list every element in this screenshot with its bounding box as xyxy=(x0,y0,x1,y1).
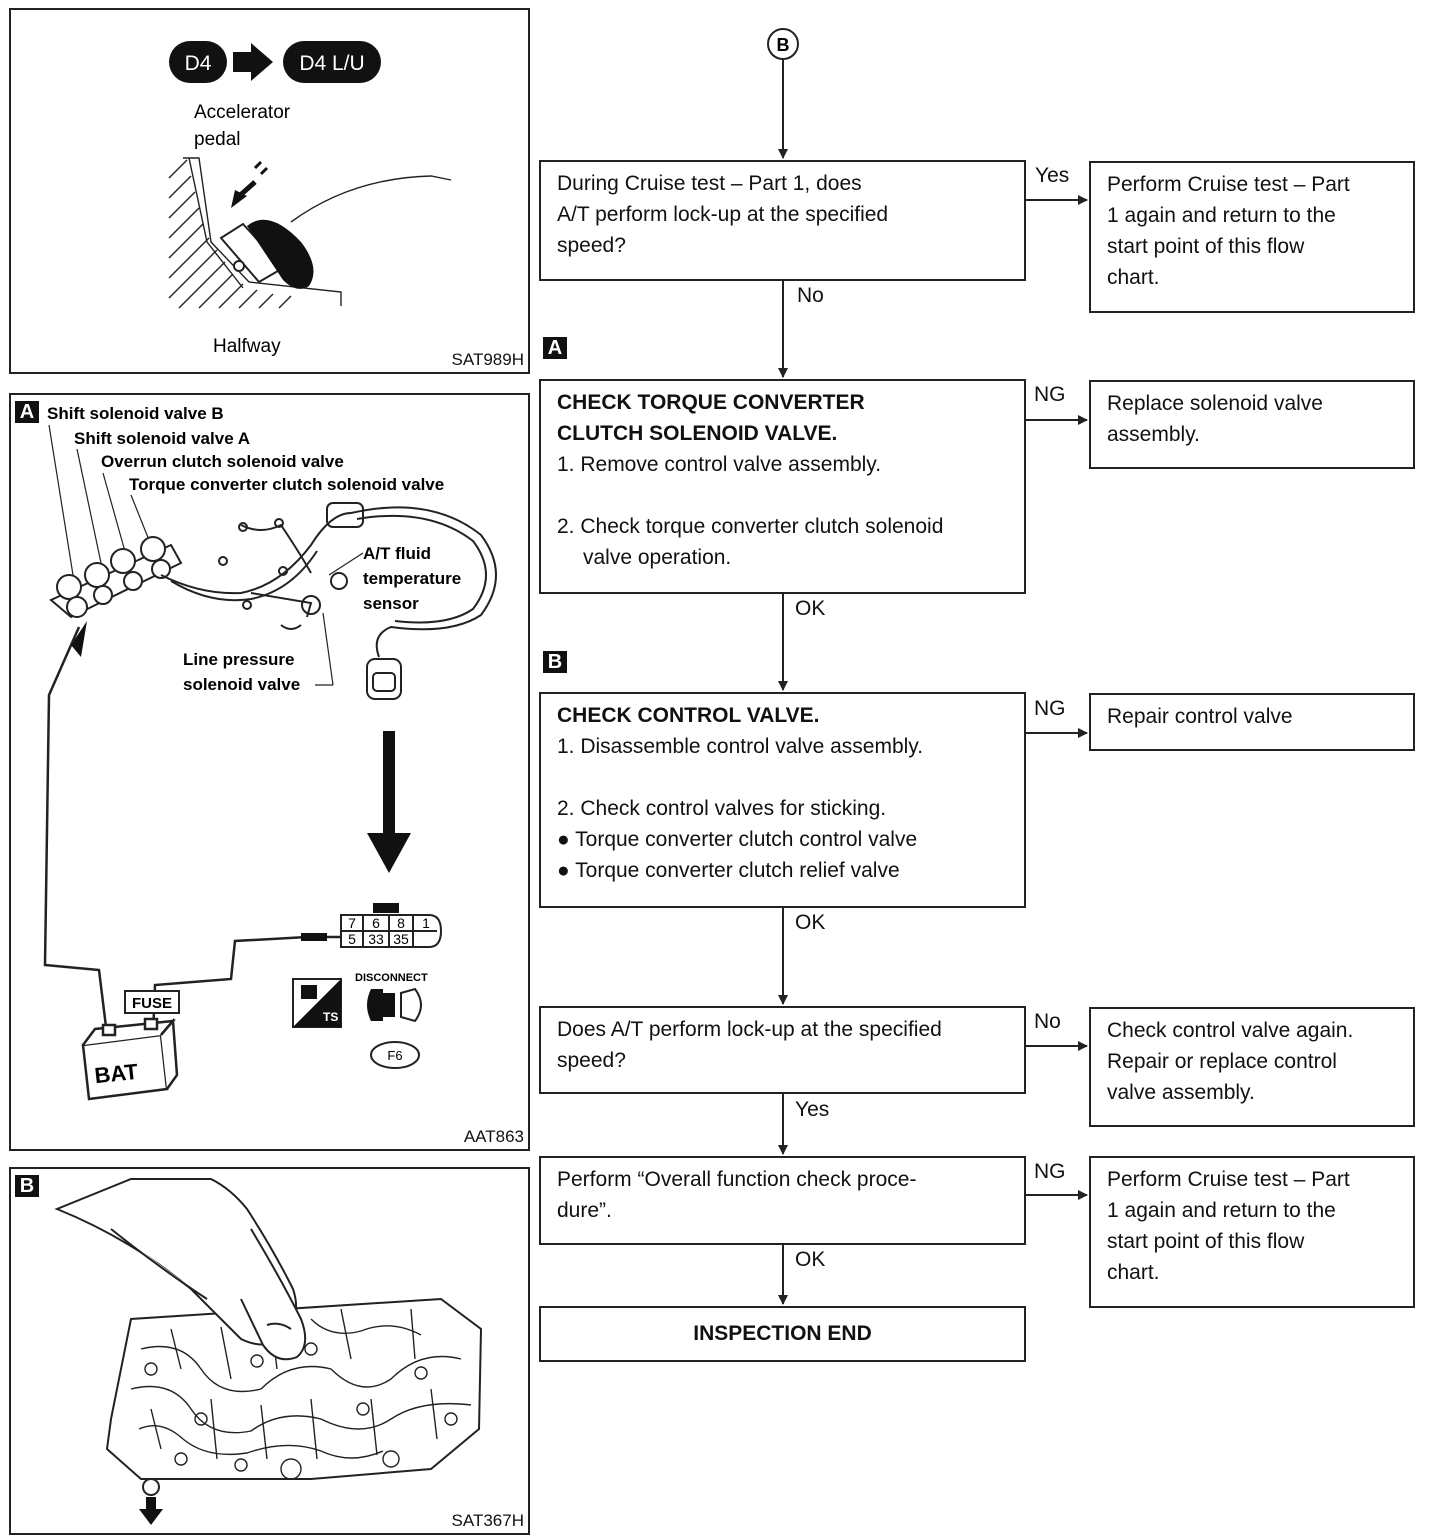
valve-body-panel: B SAT367H xyxy=(9,1167,530,1535)
action-replace-solenoid: Replace solenoid valve assembly. xyxy=(1089,380,1415,469)
branch-ok-label: OK xyxy=(795,597,826,620)
d4lu-badge xyxy=(283,41,381,83)
figure-code: SAT367H xyxy=(451,1511,524,1530)
figure-code: SAT989H xyxy=(451,350,524,369)
pin-5: 5 xyxy=(348,931,356,947)
branch-ok-label: OK xyxy=(795,1248,826,1271)
disconnect-icon xyxy=(367,989,383,1021)
pin-33: 33 xyxy=(368,931,384,947)
start-connector xyxy=(767,28,799,60)
wiring-diagram-panel: A Shift solenoid valve B Shift solenoid … xyxy=(9,393,530,1151)
label-fluid-2: temperature xyxy=(363,569,461,588)
branch-no-label: No xyxy=(1034,1010,1061,1033)
q1-line: During Cruise test – Part 1, does xyxy=(557,172,862,195)
wiring-illustration: Shift solenoid valve B Shift solenoid va… xyxy=(43,404,497,1101)
label-fluid-1: A/T fluid xyxy=(363,544,431,563)
label-line-2: solenoid valve xyxy=(183,675,300,694)
action-repeat-cruise-test-2: Perform Cruise test – Part 1 again and r… xyxy=(1089,1156,1415,1308)
action-repeat-cruise-test: Perform Cruise test – Part 1 again and r… xyxy=(1089,161,1415,313)
label-shift-a: Shift solenoid valve A xyxy=(74,429,250,448)
disconnect-label: DISCONNECT xyxy=(355,972,428,984)
action-repair-control-valve: Repair control valve xyxy=(1089,693,1415,751)
question-lockup-cruise: During Cruise test – Part 1, does A/T pe… xyxy=(539,160,1026,281)
svg-text:F6: F6 xyxy=(387,1048,402,1063)
pin-35: 35 xyxy=(393,931,409,947)
svg-text:TS: TS xyxy=(323,1010,338,1024)
panel-tag: A xyxy=(15,401,39,423)
pedal-icon xyxy=(247,219,314,289)
fuse-label: FUSE xyxy=(132,995,172,1012)
branch-no-label: No xyxy=(797,284,824,307)
branch-yes-label: Yes xyxy=(795,1098,830,1121)
step-tag-a: A xyxy=(543,337,567,359)
label-shift-b: Shift solenoid valve B xyxy=(47,404,224,423)
start-connector-label: B xyxy=(777,35,790,55)
step-overall-function-check: Perform “Overall function check proce- d… xyxy=(539,1156,1026,1245)
valve-body-illustration xyxy=(54,1178,483,1525)
figure-code: AAT863 xyxy=(463,1127,524,1146)
fuse-box xyxy=(124,990,180,1014)
accelerator-label: Accelerator xyxy=(194,102,291,123)
bat-label: BAT xyxy=(93,1059,140,1088)
panel-tag: B xyxy=(15,1175,39,1197)
pedal-illustration: D4 D4 L/U Accelerator pedal Halfwa xyxy=(168,41,452,357)
shift-arrow-icon xyxy=(233,43,273,81)
pin-8: 8 xyxy=(397,915,405,931)
branch-ng-label: NG xyxy=(1034,697,1066,720)
q1-line: A/T perform lock-up at the specified xyxy=(557,203,889,226)
pin-6: 6 xyxy=(372,915,380,931)
label-line-1: Line pressure xyxy=(183,650,295,669)
step-check-control-valve: CHECK CONTROL VALVE. 1. Disassemble cont… xyxy=(539,692,1026,908)
d4-badge xyxy=(169,41,227,83)
d4-badge-text: D4 xyxy=(185,52,212,75)
halfway-label: Halfway xyxy=(213,336,281,357)
pedal-illustration-panel: D4 D4 L/U Accelerator pedal Halfwa xyxy=(9,8,530,374)
down-arrow-icon xyxy=(367,833,411,873)
label-tcc: Torque converter clutch solenoid valve xyxy=(129,475,444,494)
label-fluid-3: sensor xyxy=(363,594,419,613)
branch-ng-label: NG xyxy=(1034,383,1066,406)
step-tag-b: B xyxy=(543,651,567,673)
d4lu-badge-text: D4 L/U xyxy=(299,52,364,75)
pedal-label: pedal xyxy=(194,129,241,150)
question-lockup-speed: Does A/T perform lock-up at the specifie… xyxy=(539,1006,1026,1094)
step-check-tcc-solenoid: CHECK TORQUE CONVERTER CLUTCH SOLENOID V… xyxy=(539,379,1026,594)
inspection-end: INSPECTION END xyxy=(539,1306,1026,1362)
pin-7: 7 xyxy=(348,915,356,931)
f6-badge xyxy=(370,1041,420,1069)
branch-ng-label: NG xyxy=(1034,1160,1066,1183)
q1-line: speed? xyxy=(557,234,626,257)
drain-arrow-icon xyxy=(139,1509,163,1525)
label-overrun: Overrun clutch solenoid valve xyxy=(101,452,344,471)
branch-yes-label: Yes xyxy=(1035,164,1070,187)
pin-1: 1 xyxy=(422,915,430,931)
action-check-control-valve-again: Check control valve again. Repair or rep… xyxy=(1089,1007,1415,1127)
branch-ok-label: OK xyxy=(795,911,826,934)
